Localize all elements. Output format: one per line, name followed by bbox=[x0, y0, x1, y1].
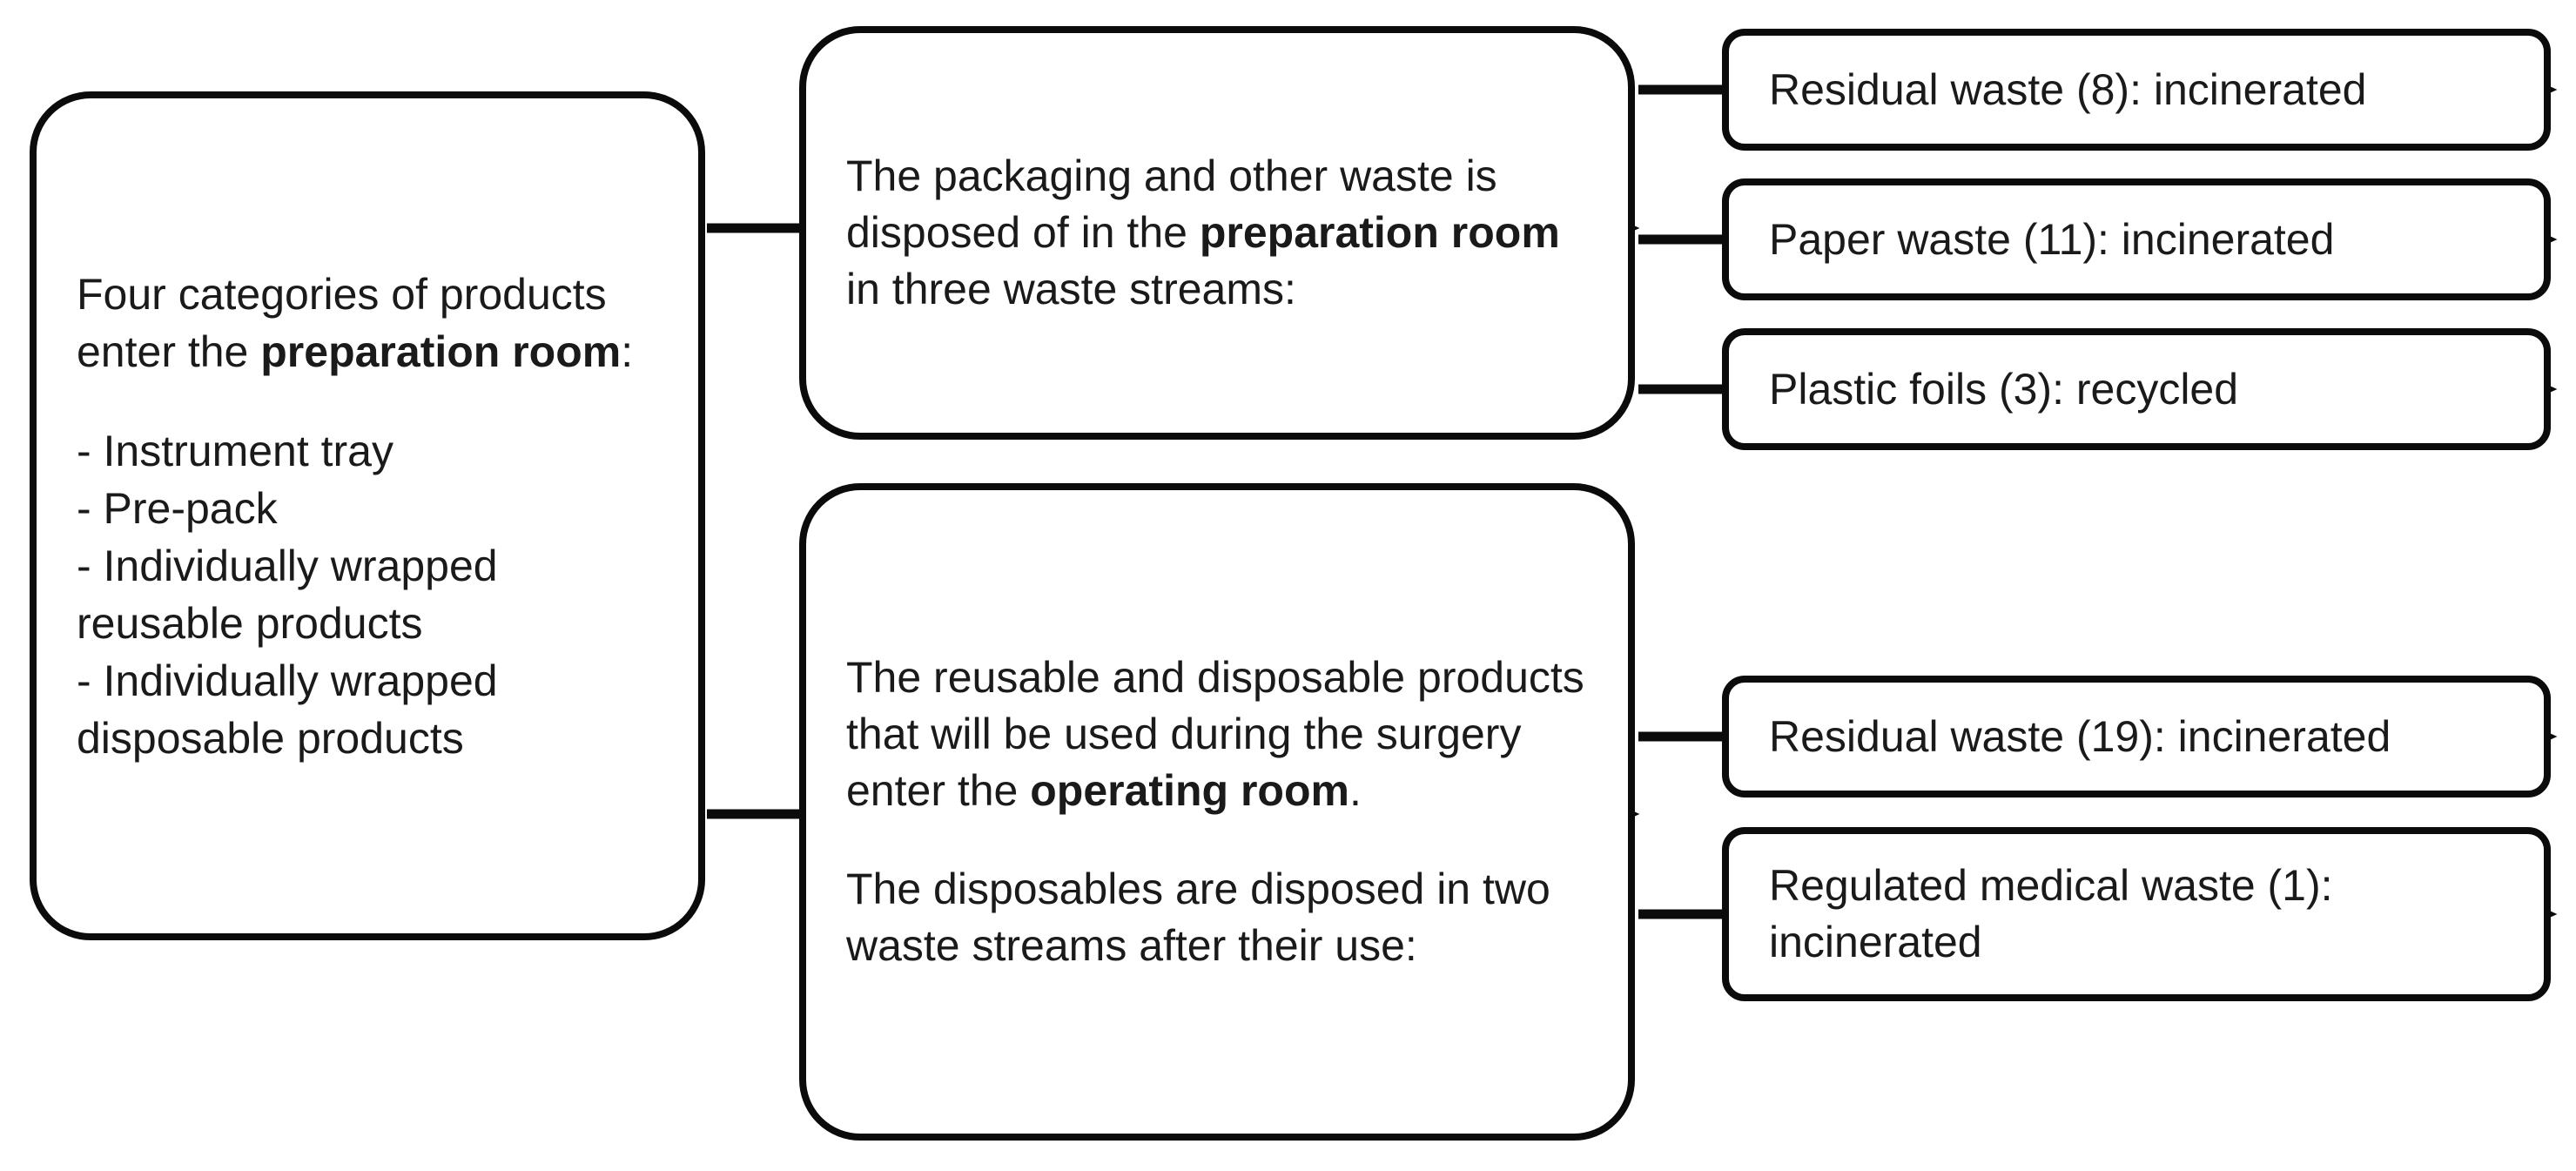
operating-room-plain-2: . bbox=[1349, 766, 1362, 815]
source-intro-plain-2: : bbox=[621, 326, 634, 376]
node-paper-waste-11[interactable]: Paper waste (11): incinerated bbox=[1722, 178, 2551, 300]
residual-waste-8-label: Residual waste (8): incinerated bbox=[1769, 64, 2367, 114]
node-residual-waste-8[interactable]: Residual waste (8): incinerated bbox=[1722, 29, 2551, 151]
list-item: - Pre-pack bbox=[77, 483, 278, 533]
operating-room-paragraph-1: The reusable and disposable products tha… bbox=[806, 649, 1628, 819]
node-regulated-medical-waste-1[interactable]: Regulated medical waste (1): incinerated bbox=[1722, 827, 2551, 1001]
preparation-room-text: The packaging and other waste is dispose… bbox=[806, 148, 1628, 318]
preparation-room-plain-2: in three waste streams: bbox=[846, 208, 1572, 313]
node-operating-room[interactable]: The reusable and disposable products tha… bbox=[799, 483, 1635, 1141]
residual-waste-19-label: Residual waste (19): incinerated bbox=[1769, 711, 2391, 761]
regulated-medical-waste-1-label: Regulated medical waste (1): incinerated bbox=[1769, 861, 2345, 966]
source-intro-bold-preparation-room: preparation room bbox=[260, 326, 622, 376]
node-preparation-room-waste[interactable]: The packaging and other waste is dispose… bbox=[799, 26, 1635, 440]
source-intro-plain-1: Four categories of products enter the bbox=[77, 269, 607, 376]
node-residual-waste-19[interactable]: Residual waste (19): incinerated bbox=[1722, 676, 2551, 797]
operating-room-paragraph-2: The disposables are disposed in two wast… bbox=[846, 865, 1563, 970]
source-intro-paragraph: Four categories of products enter the pr… bbox=[77, 266, 658, 380]
list-item: - Individually wrapped disposable produc… bbox=[77, 656, 498, 763]
preparation-room-bold: preparation room bbox=[1199, 208, 1560, 257]
operating-room-spacer bbox=[806, 819, 1628, 861]
source-category-list: - Instrument tray - Pre-pack - Individua… bbox=[77, 422, 658, 767]
paper-waste-11-label: Paper waste (11): incinerated bbox=[1769, 214, 2335, 264]
source-content: Four categories of products enter the pr… bbox=[37, 266, 698, 767]
operating-room-plain-1: The reusable and disposable products tha… bbox=[846, 653, 1597, 815]
operating-room-bold: operating room bbox=[1030, 766, 1349, 815]
node-source-products[interactable]: Four categories of products enter the pr… bbox=[30, 91, 705, 940]
node-plastic-foils-3[interactable]: Plastic foils (3): recycled bbox=[1722, 328, 2551, 450]
plastic-foils-3-label: Plastic foils (3): recycled bbox=[1769, 364, 2239, 414]
preparation-room-plain-1: The packaging and other waste is dispose… bbox=[846, 151, 1510, 257]
list-item: - Individually wrapped reusable products bbox=[77, 541, 498, 648]
source-spacer bbox=[77, 380, 658, 422]
list-item: - Instrument tray bbox=[77, 426, 393, 475]
